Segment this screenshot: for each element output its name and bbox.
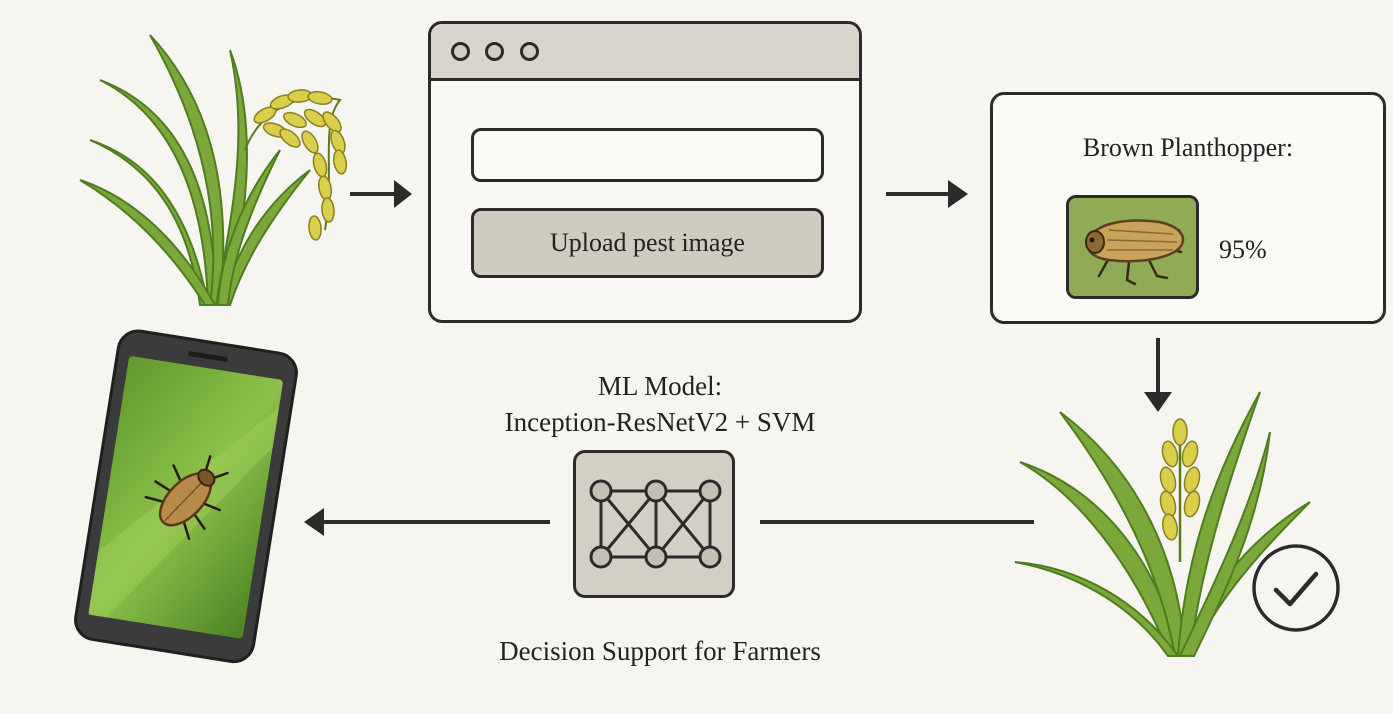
rice-plant-icon	[1014, 391, 1311, 657]
pest-thumbnail	[1066, 195, 1199, 299]
upload-pest-image-button[interactable]: Upload pest image	[471, 208, 824, 278]
window-dot-maximize[interactable]	[520, 42, 539, 61]
model-label-line1: ML Model:	[597, 371, 723, 401]
window-dot-close[interactable]	[451, 42, 470, 61]
confidence-score: 95%	[1219, 235, 1267, 264]
browser-window: Upload pest image	[428, 21, 862, 323]
browser-title-bar	[431, 24, 859, 81]
decision-support-caption: Decision Support for Farmers	[499, 636, 821, 666]
arrow-left-icon	[304, 508, 550, 536]
neural-network-icon	[589, 479, 722, 569]
window-dot-minimize[interactable]	[485, 42, 504, 61]
arrow-down-icon	[1144, 338, 1172, 412]
beetle-icon	[1069, 198, 1196, 296]
checkmark-icon	[1252, 544, 1340, 632]
ml-model-box	[573, 450, 735, 598]
image-path-input[interactable]	[471, 128, 824, 182]
arrow-right-icon	[886, 180, 968, 208]
arrow-right-icon	[350, 180, 412, 208]
smartphone-icon	[74, 329, 298, 664]
prediction-result-panel: Brown Planthopper:	[990, 92, 1386, 324]
model-label-line2: Inception-ResNetV2 + SVM	[504, 407, 816, 437]
model-label: ML Model: Inception-ResNetV2 + SVM	[440, 368, 880, 440]
rice-plant-icon	[79, 34, 348, 306]
pest-name-label: Brown Planthopper:	[1082, 133, 1294, 162]
connector-line	[760, 520, 1034, 524]
